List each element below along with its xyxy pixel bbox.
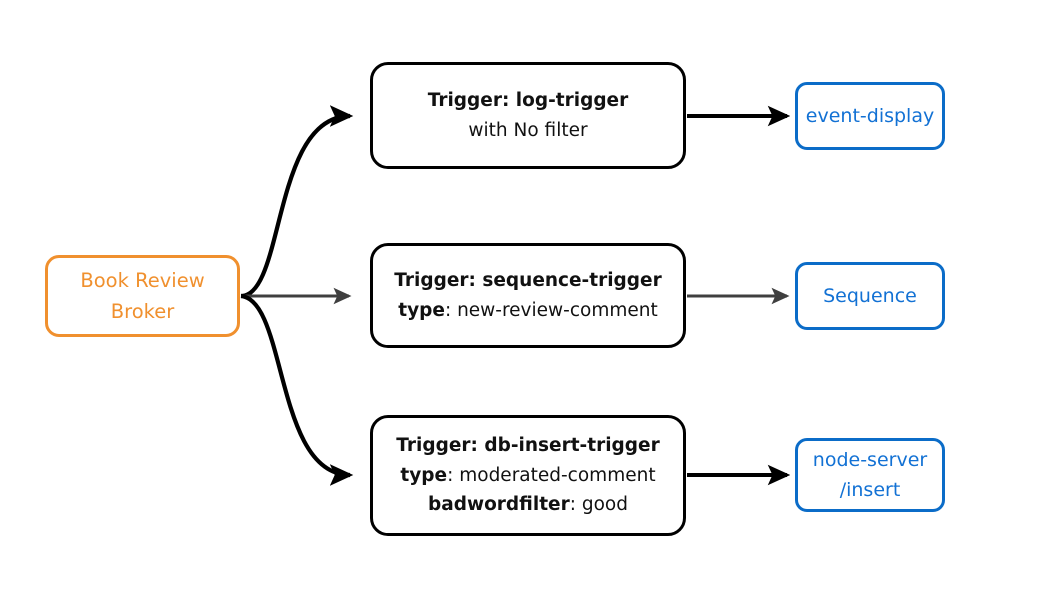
trigger-node-sequence[interactable]: Trigger: sequence-trigger type: new-revi… <box>370 243 686 348</box>
trigger-db-insert-line-1: Trigger: db-insert-trigger <box>396 431 659 461</box>
trigger-db-insert-line-1-bold: Trigger: db-insert-trigger <box>396 435 660 457</box>
trigger-log-line-1-bold: Trigger: log-trigger <box>427 90 629 111</box>
trigger-sequence-line-1: Trigger: sequence-trigger <box>394 266 661 296</box>
trigger-log-line-1: Trigger: log-trigger <box>428 86 628 116</box>
trigger-node-log[interactable]: Trigger: log-trigger with No filter <box>370 62 686 169</box>
trigger-sequence-line-2: type: new-review-comment <box>398 296 657 326</box>
target-node-node-server-insert[interactable]: node-server /insert <box>795 438 945 512</box>
target-node-event-display[interactable]: event-display <box>795 82 945 150</box>
target-node-server-label-line-2: /insert <box>839 479 901 501</box>
edge-broker-to-log-trigger <box>240 105 354 299</box>
trigger-node-db-insert[interactable]: Trigger: db-insert-trigger type: moderat… <box>370 415 686 536</box>
trigger-db-insert-line-2: type: moderated-comment <box>400 461 655 491</box>
trigger-db-insert-line-3: badwordfilter: good <box>428 490 628 520</box>
broker-label-line-1: Book Review <box>80 269 205 292</box>
edge-broker-to-db-insert-trigger <box>240 293 354 486</box>
target-node-sequence[interactable]: Sequence <box>795 262 945 330</box>
trigger-log-line-2: with No filter <box>468 116 587 146</box>
trigger-db-insert-line-2-plain: : moderated-comment <box>447 464 656 486</box>
broker-node[interactable]: Book Review Broker <box>45 255 240 337</box>
target-node-server-label-line-1: node-server <box>812 449 928 471</box>
trigger-sequence-line-1-bold: Trigger: sequence-trigger <box>394 270 662 291</box>
trigger-db-insert-line-3-plain: : good <box>569 494 628 516</box>
broker-label-line-2: Broker <box>110 300 175 323</box>
trigger-db-insert-line-3-bold: badwordfilter <box>428 494 570 516</box>
target-sequence-label: Sequence <box>823 285 917 307</box>
trigger-log-line-2-plain: with No filter <box>468 119 588 141</box>
trigger-db-insert-line-2-bold: type <box>400 464 448 486</box>
trigger-sequence-line-2-bold: type <box>398 299 445 321</box>
target-event-display-label: event-display <box>805 105 935 127</box>
trigger-sequence-line-2-plain: : new-review-comment <box>444 299 658 321</box>
